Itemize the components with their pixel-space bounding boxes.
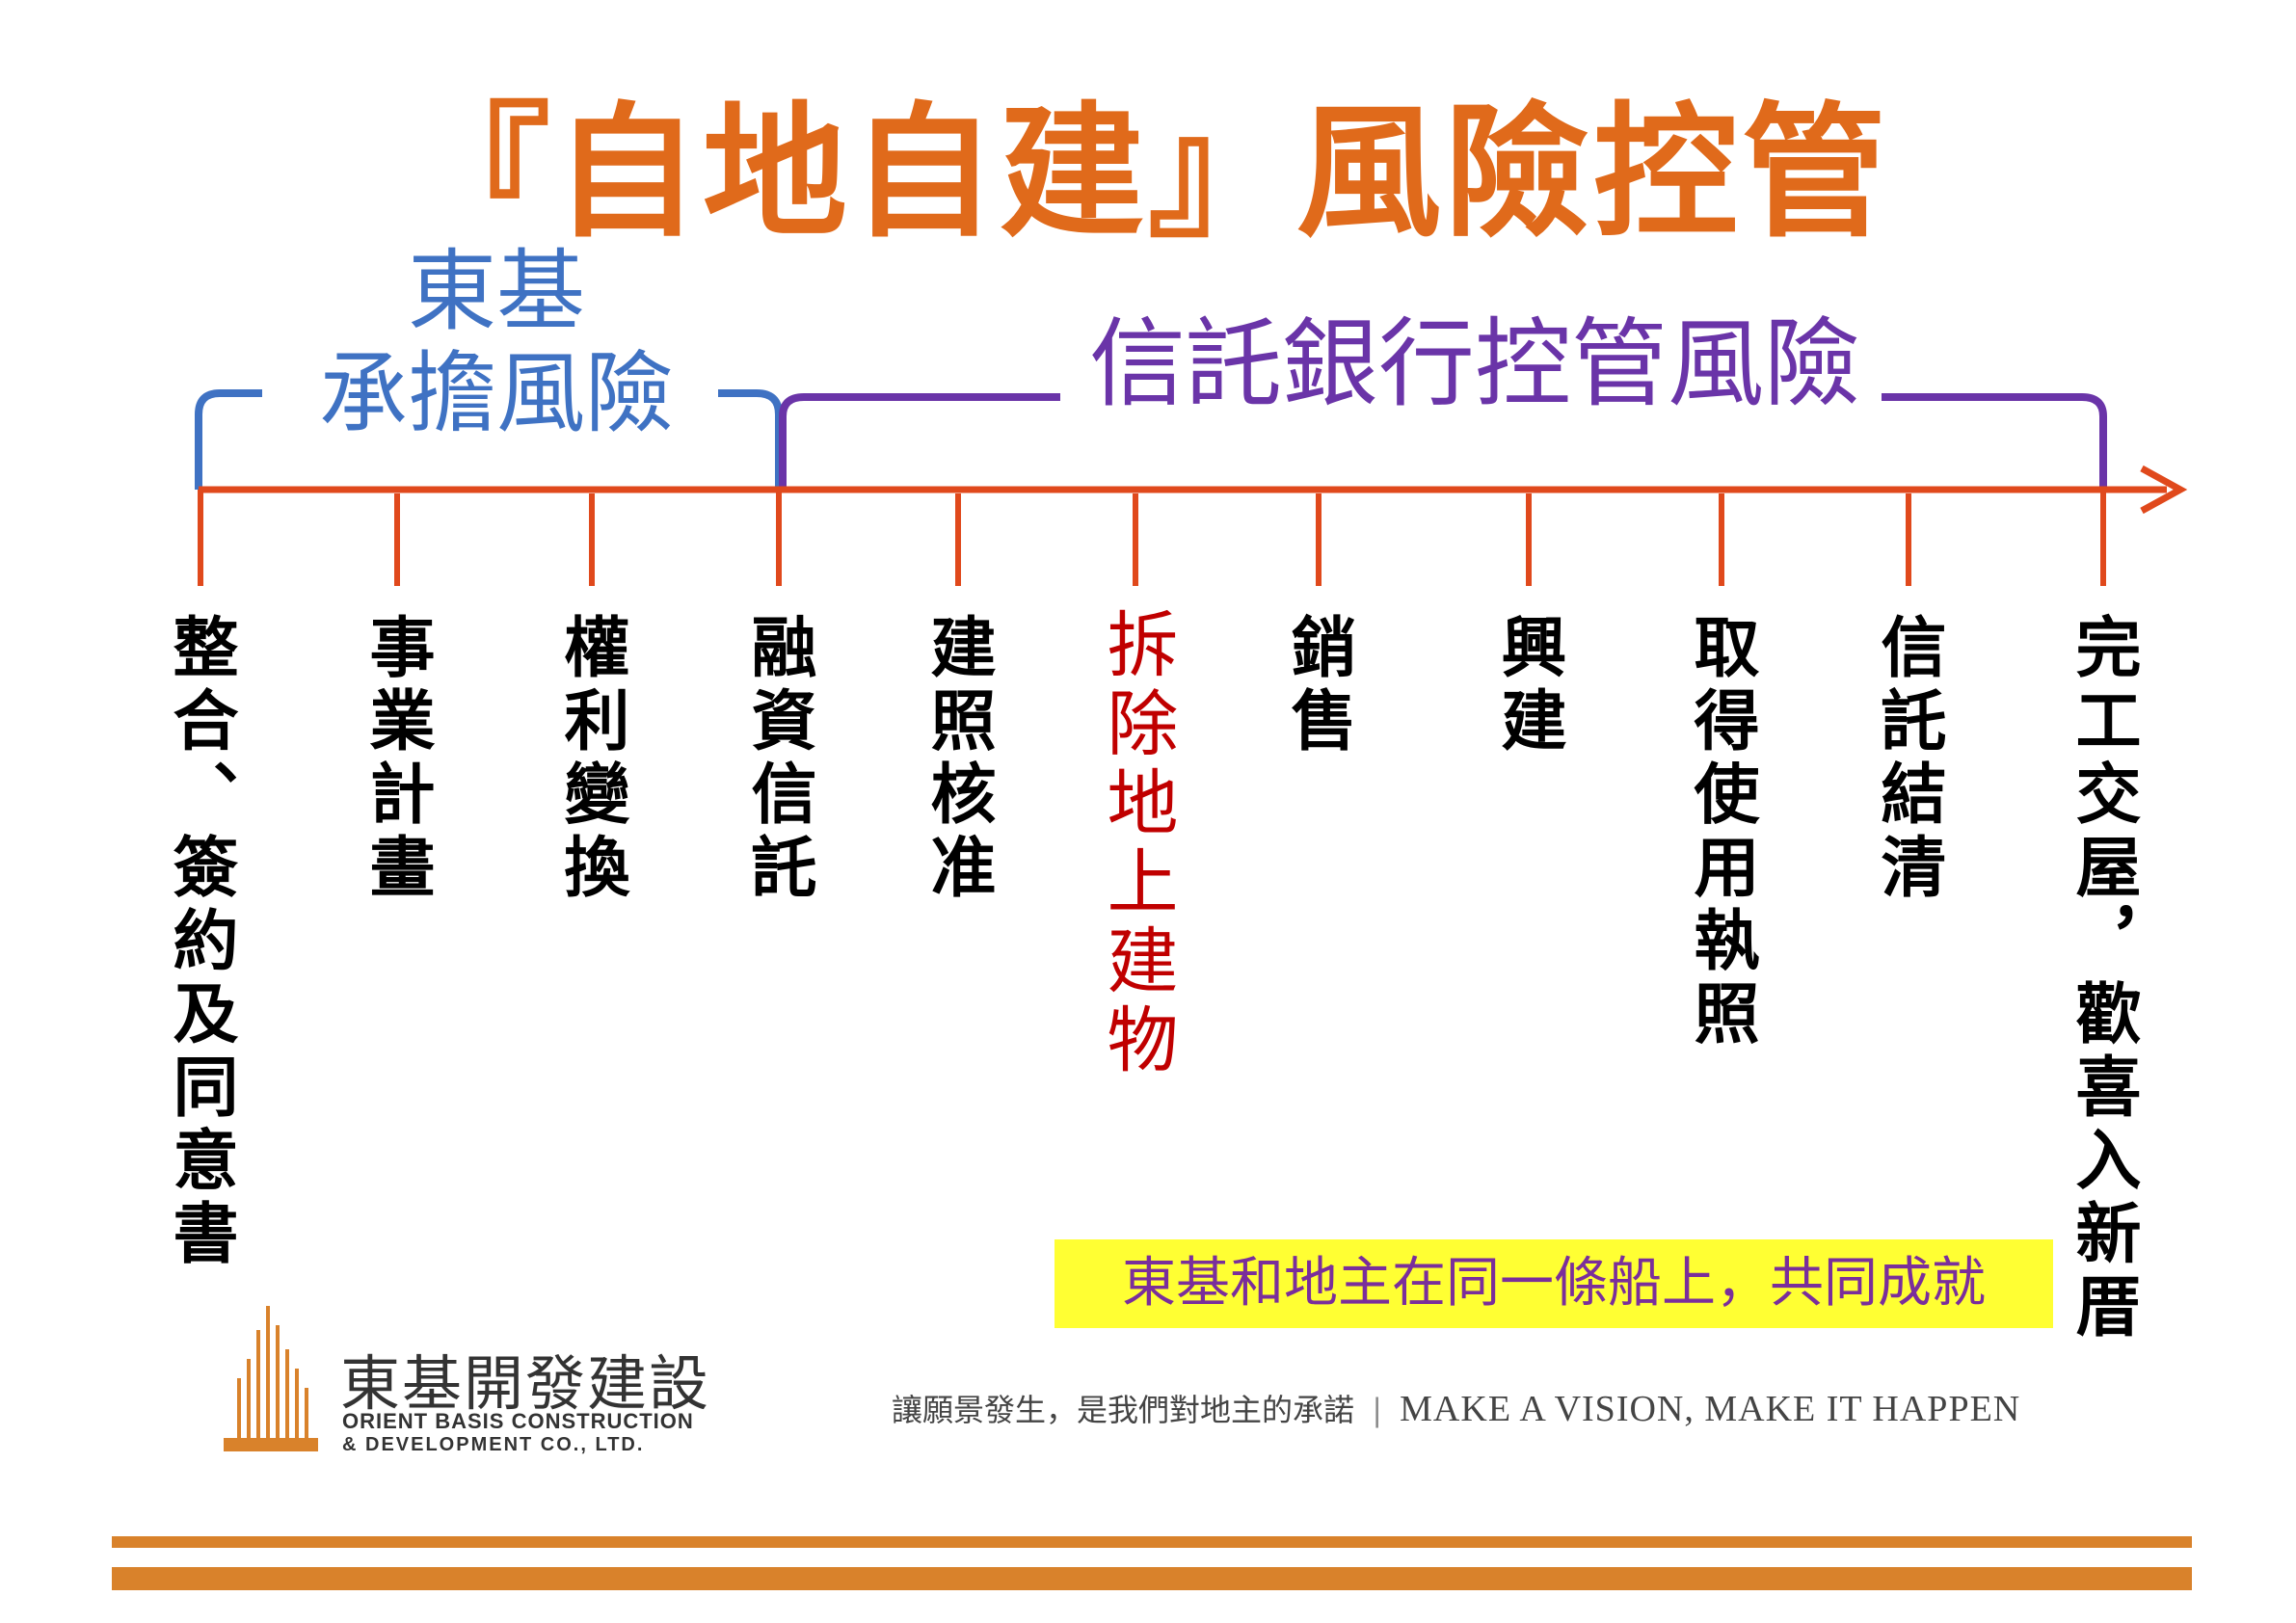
company-logo-mark xyxy=(237,1306,308,1446)
stage-label: 建照核准 xyxy=(919,613,995,906)
trust-bank-risk-label: 信託銀行控管風險 xyxy=(1089,307,1860,420)
motto-cn: 讓願景發生，是我們對地主的承諾 xyxy=(892,1392,1355,1428)
stage-label: 權利變換 xyxy=(552,613,628,906)
stage-label: 銷售 xyxy=(1279,613,1355,759)
company-name-en-line1: ORIENT BASIS CONSTRUCTION xyxy=(342,1409,694,1433)
stage-label: 融資信託 xyxy=(739,613,815,906)
timeline-arrowhead xyxy=(2140,465,2188,515)
trust-risk-bracket xyxy=(779,393,1060,490)
stage-label: 拆除地上建物 xyxy=(1095,607,1178,1081)
stage-label: 整合、簽約及同意書 xyxy=(161,613,237,1272)
stage-label: 完工交屋，歡喜入新厝 xyxy=(2064,613,2140,1345)
stage-label: 事業計畫 xyxy=(358,613,434,906)
footer-bar-bottom xyxy=(112,1567,2192,1590)
company-risk-label: 東基 承擔風險 xyxy=(246,241,747,445)
company-name-cn: 東基開發建設 xyxy=(340,1348,711,1419)
company-risk-label-line2: 承擔風險 xyxy=(318,341,674,445)
company-logo-base xyxy=(224,1438,318,1451)
company-motto: 讓願景發生，是我們對地主的承諾 | MAKE A VISION, MAKE IT… xyxy=(892,1386,2020,1430)
stage-label: 信託結清 xyxy=(1869,613,1945,906)
footer-bar-top xyxy=(112,1536,2192,1548)
page-title: 『自地自建』風險控管 xyxy=(405,90,1890,257)
company-risk-label-line1: 東基 xyxy=(407,240,585,343)
motto-en: MAKE A VISION, MAKE IT HAPPEN xyxy=(1400,1389,2021,1429)
motto-separator: | xyxy=(1372,1392,1382,1428)
company-name-en-line2: & DEVELOPMENT CO., LTD. xyxy=(342,1434,645,1455)
stage-label: 取得使用執照 xyxy=(1682,613,1758,1052)
left-risk-bracket-right xyxy=(718,389,783,490)
left-risk-bracket xyxy=(195,389,262,490)
trust-risk-bracket-right xyxy=(1882,393,2107,490)
stage-label: 興建 xyxy=(1489,613,1565,759)
slogan-banner: 東基和地主在同一條船上，共同成就 xyxy=(1055,1239,2053,1328)
